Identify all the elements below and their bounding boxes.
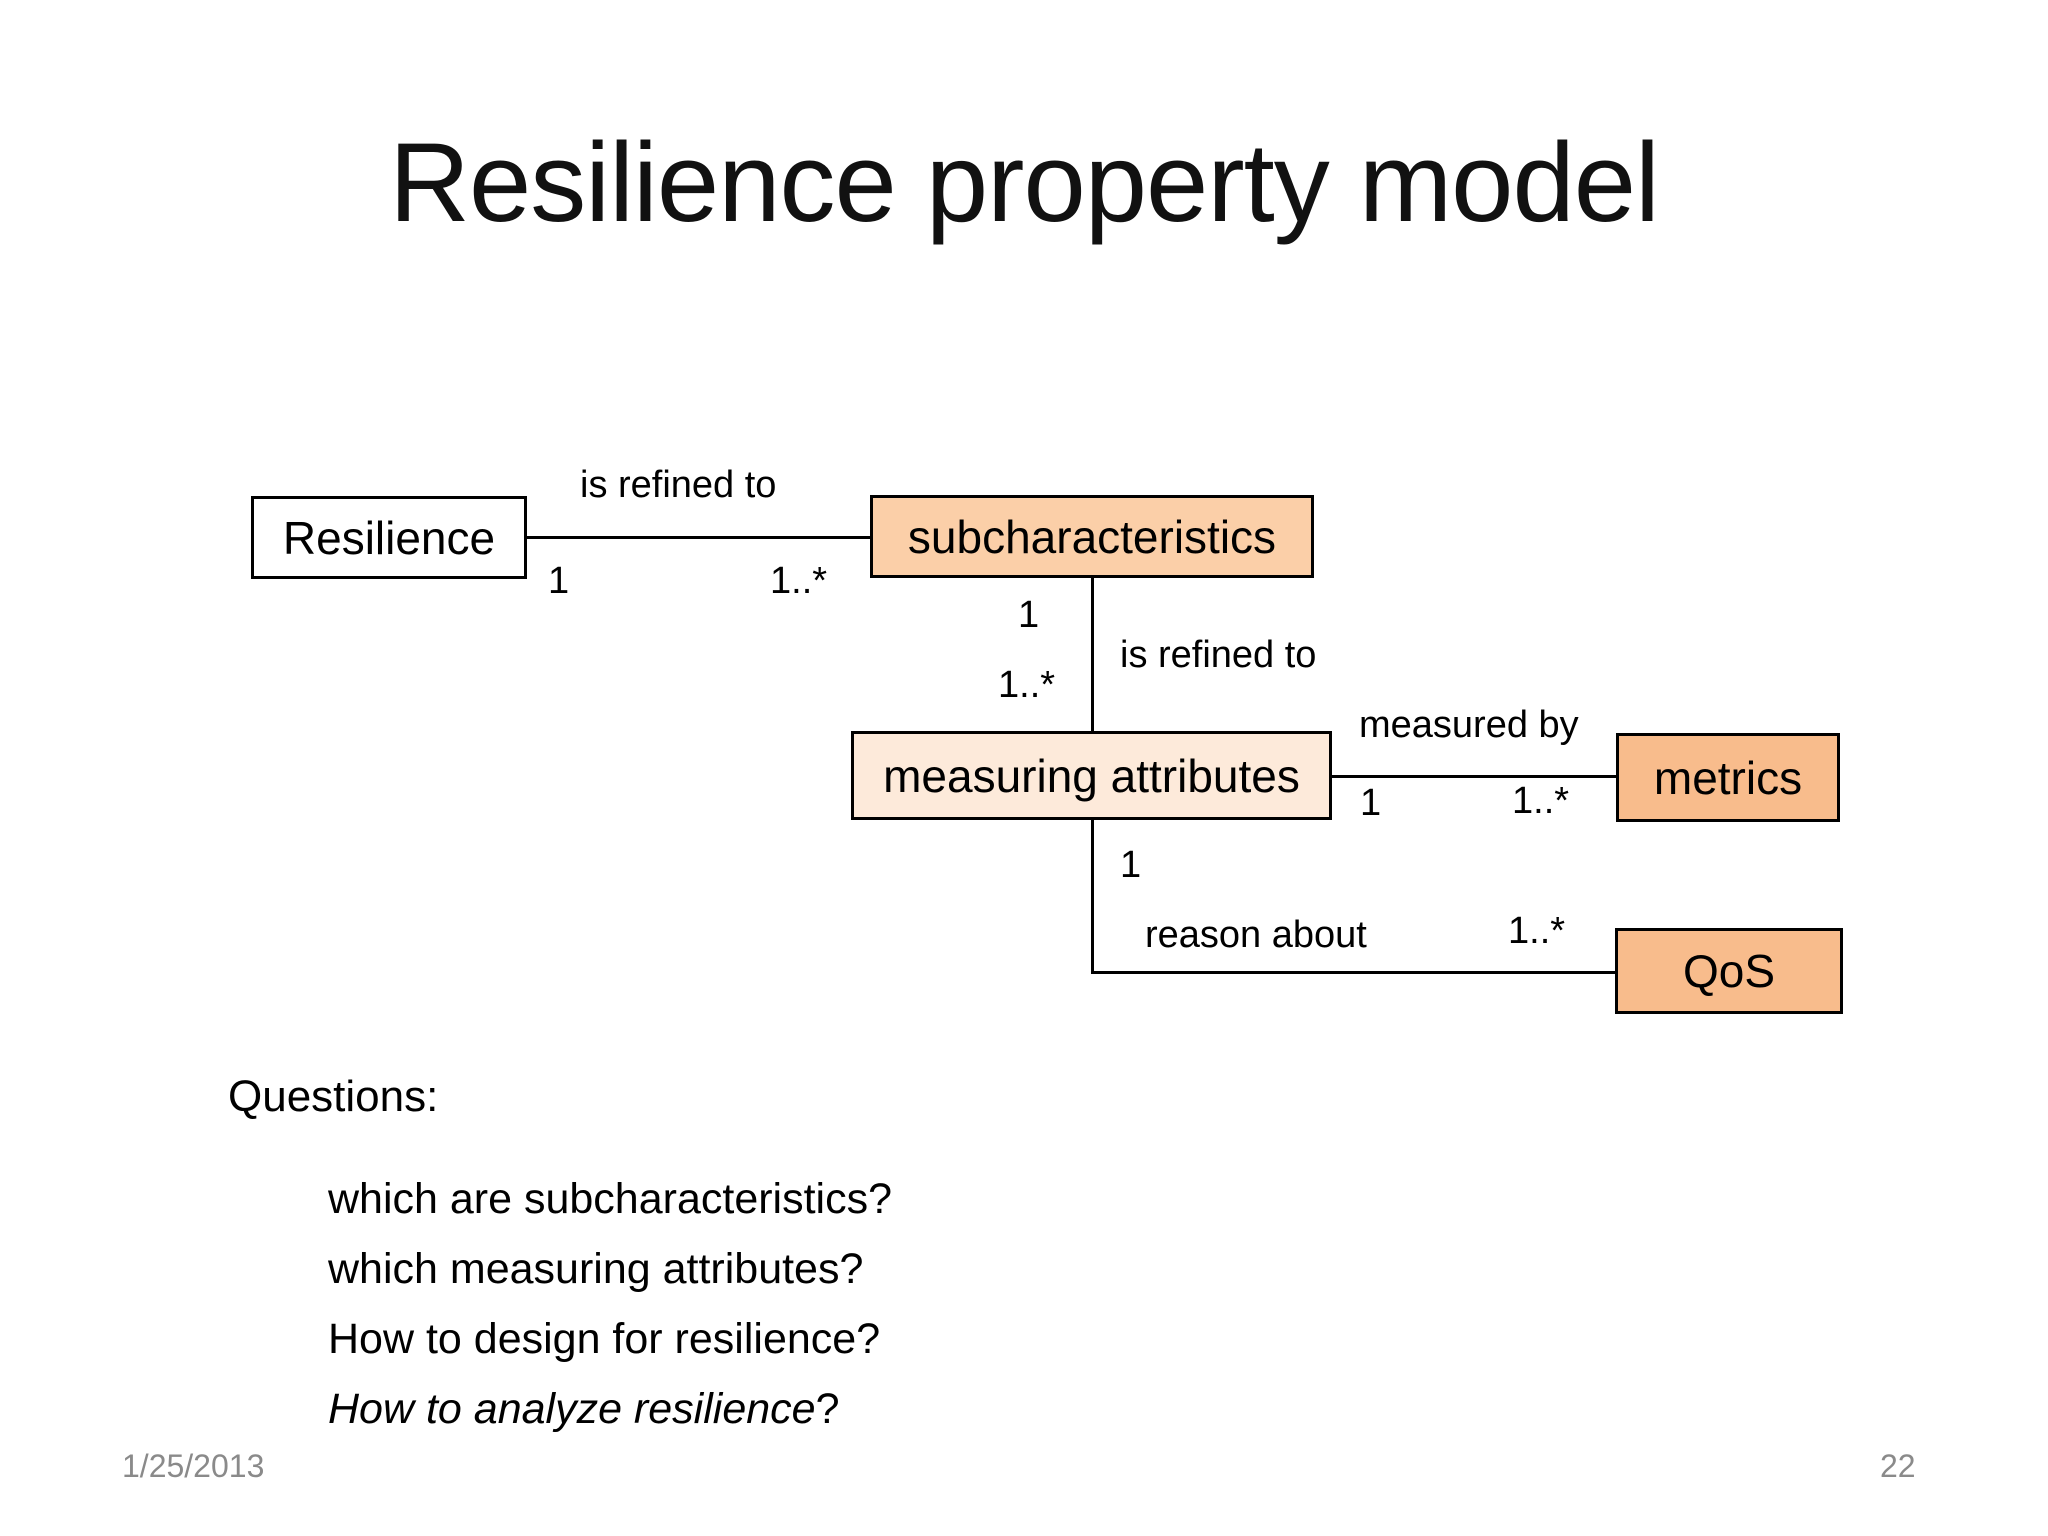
node-subcharacteristics-label: subcharacteristics (907, 510, 1277, 563)
edge-resilience-subcharacteristics-line (527, 536, 870, 539)
slide-title: Resilience property model (389, 120, 1660, 245)
edge-measuring-qos-label: reason about (1145, 914, 1367, 956)
edge-2-to-multiplicity: 1..* (998, 664, 1056, 706)
node-metrics-label: metrics (1653, 751, 1803, 804)
node-qos: QoS (1615, 928, 1843, 1014)
edge-measuring-qos-vertical-line (1091, 820, 1094, 974)
node-measuring-attributes-label: measuring attributes (883, 749, 1300, 802)
questions-heading: Questions: (228, 1072, 439, 1121)
node-metrics: metrics (1616, 733, 1840, 822)
edge-subcharacteristics-measuring-line (1091, 578, 1094, 731)
question-item-italic: How to analyze resilience? (328, 1385, 840, 1433)
edge-measuring-metrics-label: measured by (1359, 704, 1579, 746)
footer-date: 1/25/2013 (122, 1448, 265, 1484)
node-resilience: Resilience (251, 496, 527, 579)
edge-3-to-multiplicity: 1..* (1512, 780, 1570, 822)
edge-1-from-multiplicity: 1 (548, 560, 570, 602)
question-item: How to design for resilience? (328, 1315, 881, 1363)
node-qos-label: QoS (1682, 945, 1776, 997)
question-item: which measuring attributes? (328, 1245, 864, 1293)
node-subcharacteristics: subcharacteristics (870, 495, 1314, 578)
edge-2-from-multiplicity: 1 (1018, 594, 1040, 636)
edge-measuring-qos-horizontal-line (1091, 971, 1615, 974)
edge-4-to-multiplicity: 1..* (1508, 910, 1566, 952)
edge-resilience-subcharacteristics-label: is refined to (580, 464, 777, 506)
node-resilience-label: Resilience (282, 511, 496, 564)
questions-block: Questions: which are subcharacteristics?… (228, 1072, 892, 1444)
edge-1-to-multiplicity: 1..* (770, 560, 828, 602)
edge-subcharacteristics-measuring-label: is refined to (1120, 634, 1317, 676)
question-item: which are subcharacteristics? (328, 1175, 893, 1223)
edge-4-from-multiplicity: 1 (1120, 844, 1142, 886)
edge-3-from-multiplicity: 1 (1360, 782, 1382, 824)
node-measuring-attributes: measuring attributes (851, 731, 1332, 820)
edge-measuring-metrics-line (1332, 775, 1616, 778)
footer-page-number: 22 (1880, 1448, 1916, 1484)
